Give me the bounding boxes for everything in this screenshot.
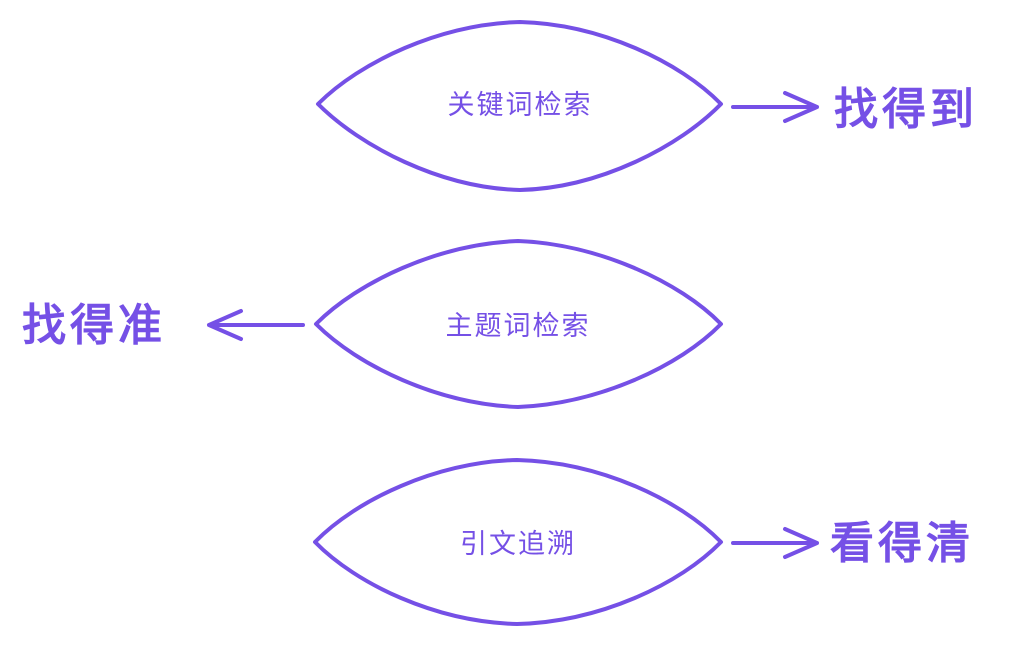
node-label-keyword: 关键词检索 <box>448 90 593 121</box>
decision-diamond <box>313 458 723 626</box>
arrow-right-1 <box>731 91 819 123</box>
arrow-left-icon <box>207 309 305 341</box>
result-label-accurate: 找得准 <box>22 300 166 351</box>
arrow-right-icon <box>731 527 819 559</box>
result-label-clear: 看得清 <box>830 518 974 569</box>
arrow-right-2 <box>731 527 819 559</box>
search-method-citation: 引文追溯 <box>313 458 723 626</box>
node-label-subject: 主题词检索 <box>446 311 591 342</box>
result-label-findable: 找得到 <box>834 84 978 135</box>
node-label-citation: 引文追溯 <box>460 529 576 560</box>
search-method-subject: 主题词检索 <box>314 239 723 409</box>
arrow-left-1 <box>207 309 305 341</box>
decision-diamond <box>316 20 723 192</box>
decision-diamond <box>314 239 723 409</box>
arrow-right-icon <box>731 91 819 123</box>
search-method-keyword: 关键词检索 <box>316 20 723 192</box>
